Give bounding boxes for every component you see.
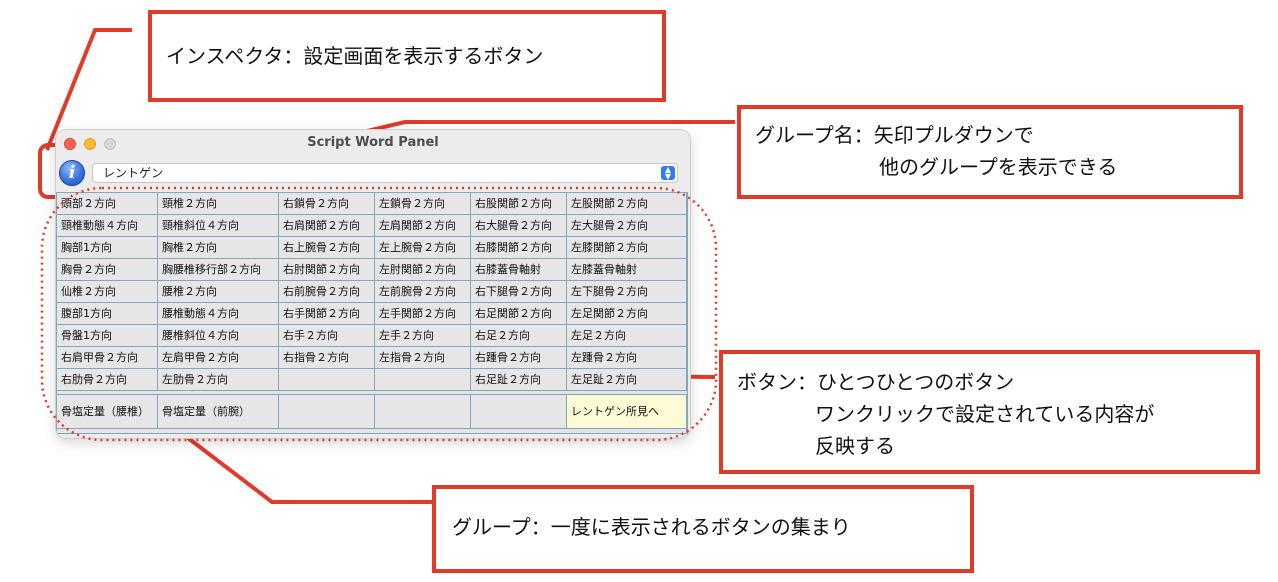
grid-empty-cell	[375, 395, 471, 429]
grid-button[interactable]: 腰椎斜位４方向	[158, 325, 279, 347]
grid-button[interactable]: 右踵骨２方向	[471, 347, 567, 369]
group-select-value: レントゲン	[103, 166, 164, 180]
grid-button[interactable]: 左足趾２方向	[567, 369, 687, 391]
zoom-window-button[interactable]	[104, 138, 116, 150]
grid-button[interactable]: 左足２方向	[567, 325, 687, 347]
group-name-callout-line-2: 他のグループを表示できる	[879, 155, 1118, 179]
grid-empty-cell	[279, 369, 375, 391]
button-callout-line-2: ワンクリックで設定されている内容が	[815, 402, 1155, 426]
grid-button[interactable]: 左手関節２方向	[375, 303, 471, 325]
grid-button[interactable]: 左肘関節２方向	[375, 259, 471, 281]
grid-button[interactable]: 右前腕骨２方向	[279, 281, 375, 303]
group-callout: グループ：一度に表示されるボタンの集まり	[432, 485, 974, 573]
grid-button[interactable]: 右肩関節２方向	[279, 215, 375, 237]
info-icon[interactable]: i	[59, 160, 85, 186]
grid-button[interactable]: 右手２方向	[279, 325, 375, 347]
button-callout-line-1: ボタン：ひとつひとつのボタン	[737, 370, 1015, 394]
grid-button[interactable]: 左股関節２方向	[567, 193, 687, 215]
grid-button[interactable]: 左下腿骨２方向	[567, 281, 687, 303]
grid-button[interactable]: 左肋骨２方向	[158, 369, 279, 391]
grid-button[interactable]: 骨塩定量（腰椎）	[57, 395, 158, 429]
grid-button[interactable]: 右足趾２方向	[471, 369, 567, 391]
grid-button[interactable]: 左鎖骨２方向	[375, 193, 471, 215]
grid-button[interactable]: 左膝関節２方向	[567, 237, 687, 259]
window-title: Script Word Panel	[307, 135, 439, 150]
grid-button[interactable]: 右上腕骨２方向	[279, 237, 375, 259]
grid-button[interactable]: 骨塩定量（前腕）	[158, 395, 279, 429]
grid-button[interactable]: 胸椎２方向	[158, 237, 279, 259]
inspector-callout: インスペクタ：設定画面を表示するボタン	[148, 10, 666, 102]
grid-button[interactable]: 左踵骨２方向	[567, 347, 687, 369]
grid-button[interactable]: 腰椎２方向	[158, 281, 279, 303]
grid-button[interactable]: 右膝関節２方向	[471, 237, 567, 259]
button-callout: ボタン：ひとつひとつのボタン ワンクリックで設定されている内容が 反映する	[719, 350, 1260, 474]
grid-button[interactable]: 腹部1方向	[57, 303, 158, 325]
grid-empty-cell	[279, 395, 375, 429]
grid-button[interactable]: 右股関節２方向	[471, 193, 567, 215]
script-word-panel-window: Script Word Panel i レントゲン ▲▼ 頭部２方向頸椎２方向右…	[56, 130, 690, 438]
grid-empty-cell	[375, 369, 471, 391]
button-callout-line-3: 反映する	[815, 434, 895, 458]
grid-empty-cell	[471, 395, 567, 429]
grid-button[interactable]: 右肋骨２方向	[57, 369, 158, 391]
xray-findings-button[interactable]: レントゲン所見へ	[567, 395, 687, 429]
grid-button[interactable]: 仙椎２方向	[57, 281, 158, 303]
grid-button[interactable]: 左膝蓋骨軸射	[567, 259, 687, 281]
group-name-callout: グループ名：矢印プルダウンで 他のグループを表示できる	[737, 105, 1243, 199]
grid-button[interactable]: 腰椎動態４方向	[158, 303, 279, 325]
grid-button[interactable]: 頸椎斜位４方向	[158, 215, 279, 237]
grid-button[interactable]: 左指骨２方向	[375, 347, 471, 369]
chevron-updown-icon: ▲▼	[661, 166, 675, 181]
grid-button[interactable]: 右膝蓋骨軸射	[471, 259, 567, 281]
grid-button[interactable]: 胸骨２方向	[57, 259, 158, 281]
grid-row-gap	[57, 391, 687, 395]
minimize-window-button[interactable]	[84, 138, 96, 150]
title-bar: Script Word Panel	[56, 130, 690, 158]
grid-button[interactable]: 右下腿骨２方向	[471, 281, 567, 303]
grid-button[interactable]: 右鎖骨２方向	[279, 193, 375, 215]
button-grid: 頭部２方向頸椎２方向右鎖骨２方向左鎖骨２方向右股関節２方向左股関節２方向頸椎動態…	[56, 192, 688, 434]
grid-button[interactable]: 右手関節２方向	[279, 303, 375, 325]
grid-button[interactable]: 左上腕骨２方向	[375, 237, 471, 259]
grid-button[interactable]: 右肩甲骨２方向	[57, 347, 158, 369]
grid-button[interactable]: 左足関節２方向	[567, 303, 687, 325]
grid-button[interactable]: 右指骨２方向	[279, 347, 375, 369]
inspector-connector-line	[45, 28, 132, 151]
grid-button[interactable]: 頸椎動態４方向	[57, 215, 158, 237]
grid-button[interactable]: 左肩関節２方向	[375, 215, 471, 237]
group-select[interactable]: レントゲン ▲▼	[92, 163, 678, 183]
group-connector-line	[186, 436, 432, 504]
inspector-callout-text: インスペクタ：設定画面を表示するボタン	[166, 44, 544, 68]
group-callout-text: グループ：一度に表示されるボタンの集まり	[452, 515, 851, 539]
grid-button[interactable]: 胸腰椎移行部２方向	[158, 259, 279, 281]
grid-button[interactable]: 左肩甲骨２方向	[158, 347, 279, 369]
grid-button[interactable]: 左前腕骨２方向	[375, 281, 471, 303]
group-dotted-outline	[40, 186, 718, 442]
grid-button[interactable]: 頭部２方向	[57, 193, 158, 215]
grid-button[interactable]: 右大腿骨２方向	[471, 215, 567, 237]
grid-button[interactable]: 頸椎２方向	[158, 193, 279, 215]
grid-button[interactable]: 胸部1方向	[57, 237, 158, 259]
grid-button[interactable]: 左大腿骨２方向	[567, 215, 687, 237]
grid-button[interactable]: 左手２方向	[375, 325, 471, 347]
close-window-button[interactable]	[64, 138, 76, 150]
grid-button[interactable]: 右肘関節２方向	[279, 259, 375, 281]
group-name-callout-line-1: グループ名：矢印プルダウンで	[755, 123, 1034, 147]
grid-button[interactable]: 骨盤1方向	[57, 325, 158, 347]
grid-button[interactable]: 右足関節２方向	[471, 303, 567, 325]
grid-button[interactable]: 右足２方向	[471, 325, 567, 347]
